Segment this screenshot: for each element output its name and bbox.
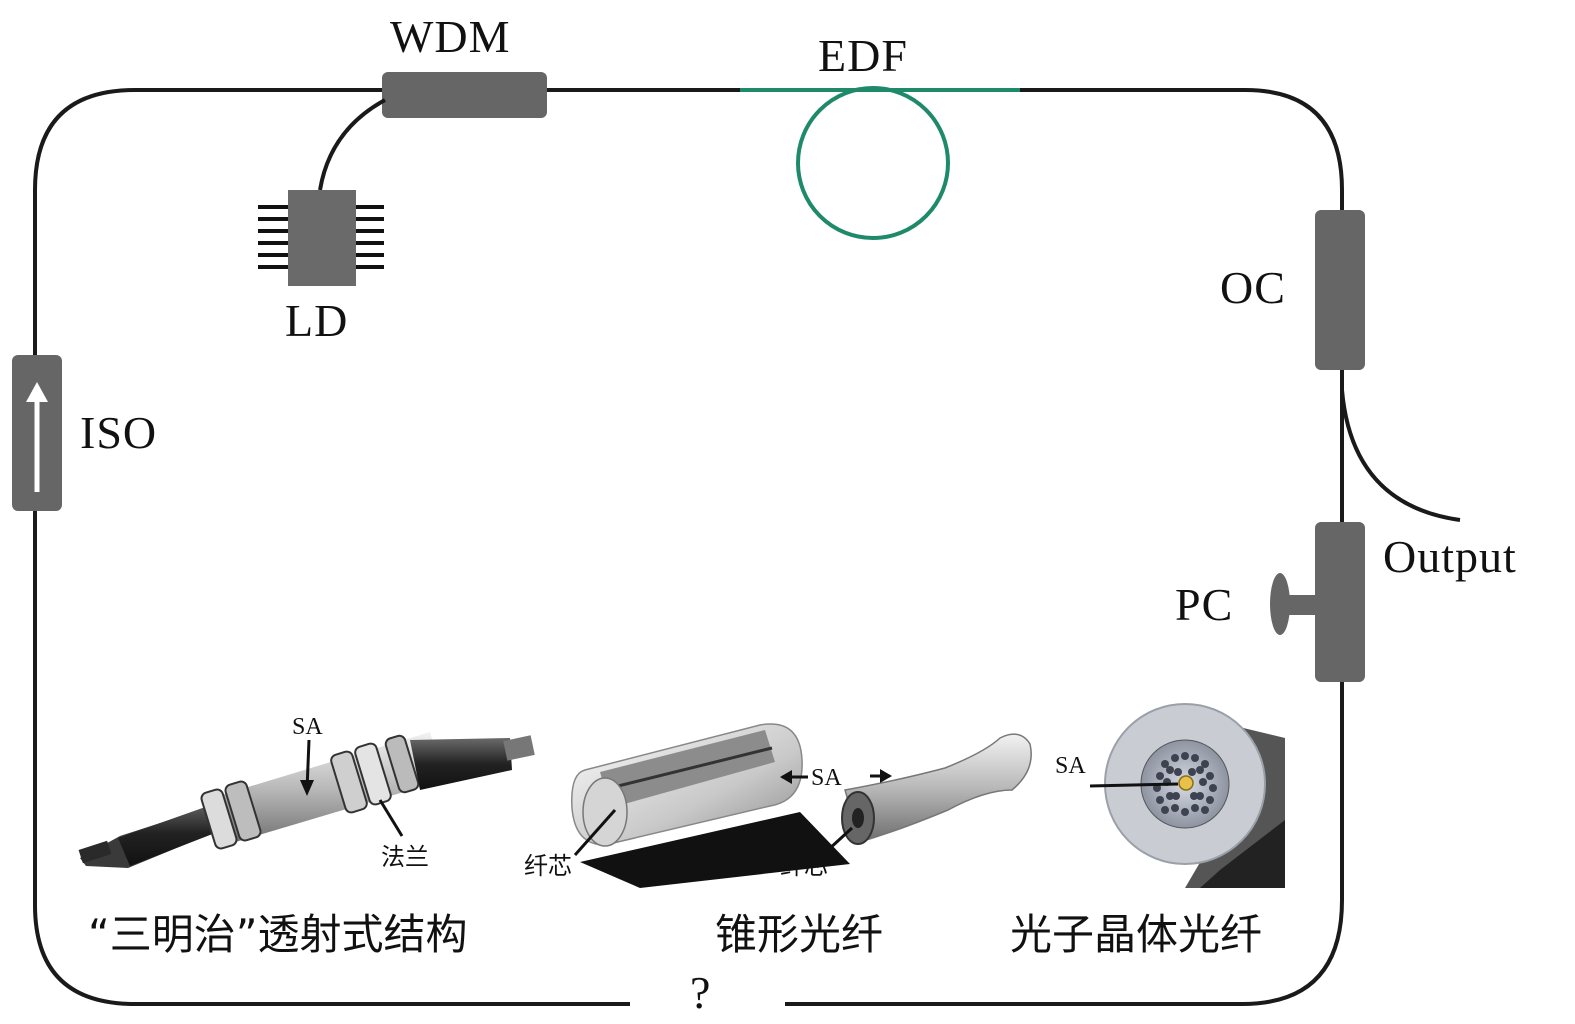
flange-label: 法兰 — [381, 845, 429, 871]
pc-controller — [1270, 522, 1365, 682]
caption-sandwich: “三明治”透射式结构 — [88, 910, 468, 959]
iso-label: ISO — [80, 407, 158, 458]
ld-label: LD — [285, 295, 349, 346]
caption-pcf: 光子晶体光纤 — [1010, 910, 1263, 959]
sa-label-pcf: SA — [1055, 753, 1086, 779]
oc-coupler — [1315, 210, 1365, 370]
sa-label-taper: SA — [811, 765, 842, 791]
ld-chip — [258, 190, 384, 286]
oc-label: OC — [1220, 262, 1286, 313]
sa-label-sandwich: SA — [292, 714, 323, 740]
pump-fiber — [318, 98, 386, 191]
output-label: Output — [1383, 531, 1517, 582]
tapered-fiber-image — [826, 733, 1032, 852]
d-shaped-fiber-image — [571, 723, 850, 888]
edf-coil — [796, 86, 950, 240]
core-label-d-fiber: 纤芯 — [524, 854, 572, 880]
edf-label: EDF — [818, 30, 908, 81]
output-fiber — [1340, 389, 1461, 522]
iso-isolator — [12, 355, 62, 511]
sandwich-structure-image — [78, 732, 535, 868]
question-mark-label: ? — [690, 967, 712, 1018]
wdm-coupler — [382, 72, 547, 118]
wdm-label: WDM — [390, 11, 511, 62]
caption-tapered: 锥形光纤 — [715, 910, 884, 959]
pcf-image — [1089, 703, 1285, 888]
pc-label: PC — [1175, 579, 1234, 630]
core-label-taper: 纤芯 — [780, 854, 828, 880]
